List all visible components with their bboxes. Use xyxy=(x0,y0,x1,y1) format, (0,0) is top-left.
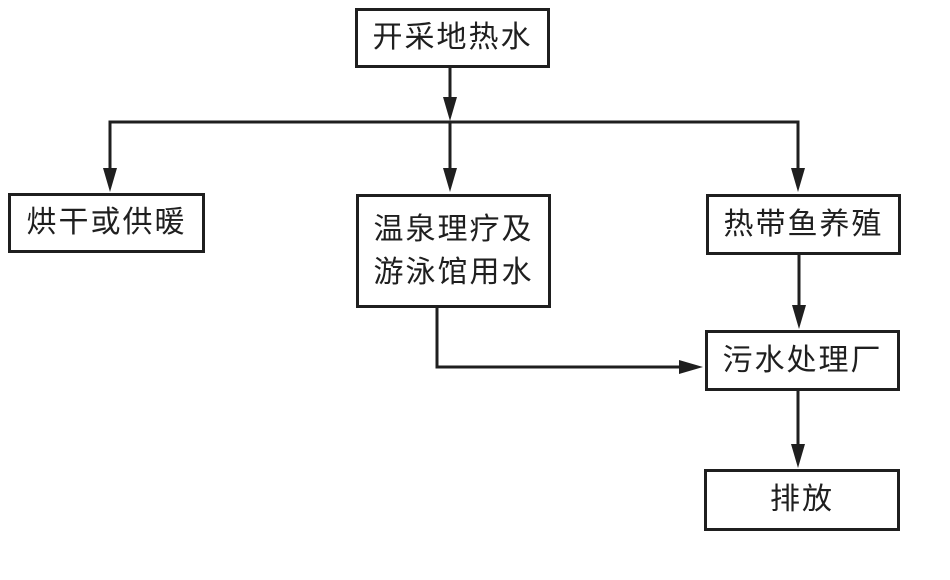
arrowhead-sewage-to-discharge xyxy=(791,444,805,468)
node-discharge-label: 排放 xyxy=(770,483,834,517)
node-source-label: 开采地热水 xyxy=(372,21,533,55)
arrowhead-branch-to-fish xyxy=(791,168,805,192)
node-source: 开采地热水 xyxy=(355,8,550,68)
edge-spa-to-sewage xyxy=(435,308,681,369)
node-spa: 温泉理疗及 游泳馆用水 xyxy=(356,194,551,308)
node-fish: 热带鱼养殖 xyxy=(706,194,901,255)
node-drying: 烘干或供暖 xyxy=(8,193,205,253)
arrowhead-spa-to-sewage xyxy=(679,360,703,374)
arrowhead-branch-to-spa xyxy=(443,168,457,192)
node-sewage-label: 污水处理厂 xyxy=(722,343,883,377)
arrowhead-branch-to-drying xyxy=(103,168,117,192)
arrowhead-source-to-branch xyxy=(443,97,457,121)
node-spa-label-line2: 游泳馆用水 xyxy=(373,256,534,289)
node-fish-label: 热带鱼养殖 xyxy=(723,207,884,241)
node-drying-label: 烘干或供暖 xyxy=(26,206,187,240)
node-spa-label-line1: 温泉理疗及 xyxy=(373,212,534,246)
node-sewage: 污水处理厂 xyxy=(705,330,900,391)
arrowhead-fish-to-sewage xyxy=(792,305,806,329)
node-discharge: 排放 xyxy=(704,469,900,531)
